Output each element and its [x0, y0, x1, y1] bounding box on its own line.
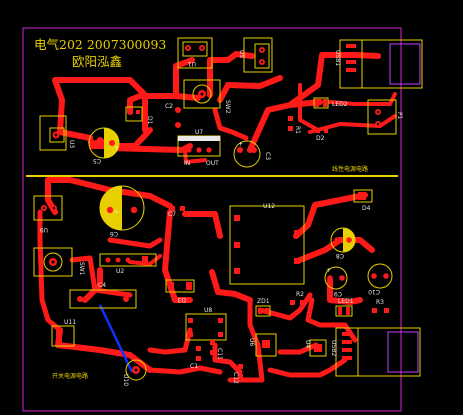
component-u3[interactable]: U3: [39, 115, 75, 151]
svg-text:+: +: [238, 141, 243, 148]
component-u9[interactable]: U9: [33, 195, 63, 233]
component-usb2[interactable]: USB2: [330, 327, 421, 377]
component-u2[interactable]: U2: [99, 253, 157, 275]
svg-text:U7: U7: [195, 129, 203, 136]
component-c11[interactable]: C11: [210, 340, 223, 360]
component-u7[interactable]: U7 IN OUT: [177, 129, 221, 167]
svg-text:R1: R1: [294, 126, 301, 134]
component-u11[interactable]: U11: [51, 319, 76, 347]
svg-text:U6: U6: [248, 338, 255, 346]
component-l1[interactable]: SW2: [183, 79, 231, 114]
svg-text:USB1: USB1: [334, 50, 341, 66]
component-c7[interactable]: C7: [168, 206, 185, 218]
component-d2[interactable]: D2: [316, 128, 328, 142]
svg-text:U10: U10: [122, 374, 129, 386]
svg-text:C3: C3: [264, 152, 271, 160]
board-outline: [22, 27, 402, 412]
component-c8[interactable]: C8: [330, 227, 356, 259]
svg-text:U9: U9: [40, 226, 48, 233]
component-c12[interactable]: C12: [232, 364, 243, 384]
component-c9[interactable]: + C9: [324, 266, 348, 297]
svg-text:R3: R3: [376, 299, 384, 306]
svg-text:+: +: [114, 145, 119, 152]
svg-text:C7: C7: [168, 211, 176, 218]
svg-text:C10: C10: [368, 288, 380, 295]
svg-text:U2: U2: [116, 268, 124, 275]
jumper-trace: [98, 304, 134, 373]
component-r1[interactable]: R1: [288, 116, 301, 134]
svg-text:SW1: SW1: [78, 262, 85, 276]
component-d3[interactable]: D3: [165, 279, 195, 303]
component-c1[interactable]: C1: [190, 346, 201, 370]
title-line-1: 电气202 2007300093: [34, 37, 166, 52]
component-u6[interactable]: U6: [248, 333, 277, 357]
component-c10[interactable]: C10: [367, 263, 393, 295]
svg-text:OUT: OUT: [206, 160, 219, 167]
component-u4[interactable]: U4: [304, 339, 327, 357]
svg-text:LED2: LED2: [332, 101, 348, 108]
svg-text:U1: U1: [188, 60, 196, 67]
switching-traces: [37, 177, 375, 383]
svg-text:+: +: [326, 267, 331, 274]
component-zd1[interactable]: ZD1: [255, 298, 271, 317]
linear-section-label: 线性电源电路: [332, 165, 368, 173]
component-c5[interactable]: C5 +: [88, 127, 120, 164]
svg-text:C9: C9: [334, 290, 342, 297]
svg-text:U12: U12: [263, 203, 275, 210]
component-d1[interactable]: D1: [125, 106, 153, 125]
section-divider: [26, 175, 398, 177]
svg-text:D4: D4: [362, 205, 371, 212]
svg-text:C2: C2: [165, 103, 173, 110]
svg-text:D3: D3: [177, 296, 186, 303]
svg-text:C4: C4: [98, 282, 106, 289]
svg-text:C1: C1: [190, 363, 198, 370]
svg-text:SW2: SW2: [224, 100, 231, 114]
component-led2[interactable]: LED2: [313, 97, 348, 109]
component-u5[interactable]: U5: [238, 37, 273, 73]
svg-text:U5: U5: [238, 50, 245, 58]
component-c3[interactable]: + C3: [233, 140, 271, 168]
component-c2[interactable]: C2: [165, 103, 181, 128]
svg-text:IN: IN: [184, 160, 190, 167]
component-led1[interactable]: LED1: [335, 298, 354, 317]
svg-text:C5: C5: [93, 157, 101, 164]
svg-text:LED1: LED1: [338, 298, 354, 305]
component-u12[interactable]: U12: [229, 203, 305, 285]
svg-text:C8: C8: [336, 252, 344, 259]
component-sw1[interactable]: SW1: [33, 247, 85, 277]
component-c6[interactable]: C6 +: [99, 185, 145, 237]
component-p1[interactable]: P1: [367, 99, 403, 135]
component-u10[interactable]: U10: [122, 359, 147, 386]
svg-text:+: +: [114, 209, 119, 216]
component-r3[interactable]: R3: [372, 299, 389, 313]
switching-section-label: 开关电源电路: [52, 372, 88, 380]
svg-text:ZD1: ZD1: [257, 298, 270, 305]
svg-text:C12: C12: [232, 372, 239, 384]
svg-text:D2: D2: [316, 135, 325, 142]
svg-text:U8: U8: [204, 307, 212, 314]
svg-text:D1: D1: [146, 116, 153, 125]
svg-text:R2: R2: [296, 291, 304, 298]
svg-text:C11: C11: [216, 348, 223, 360]
component-u8[interactable]: U8: [185, 307, 227, 341]
svg-text:U3: U3: [68, 140, 75, 148]
svg-text:P1: P1: [396, 112, 403, 120]
svg-text:U11: U11: [64, 319, 76, 326]
title-line-2: 欧阳泓鑫: [72, 54, 122, 69]
svg-text:U4: U4: [304, 340, 311, 348]
svg-text:USB2: USB2: [330, 340, 337, 356]
linear-traces: [52, 51, 397, 164]
svg-text:C6: C6: [110, 230, 118, 237]
component-r2[interactable]: R2: [290, 291, 305, 305]
component-d4[interactable]: D4: [353, 189, 373, 212]
component-u1[interactable]: U1: [177, 37, 213, 69]
component-c4[interactable]: C4: [69, 282, 137, 309]
component-usb1[interactable]: USB1: [334, 39, 423, 89]
